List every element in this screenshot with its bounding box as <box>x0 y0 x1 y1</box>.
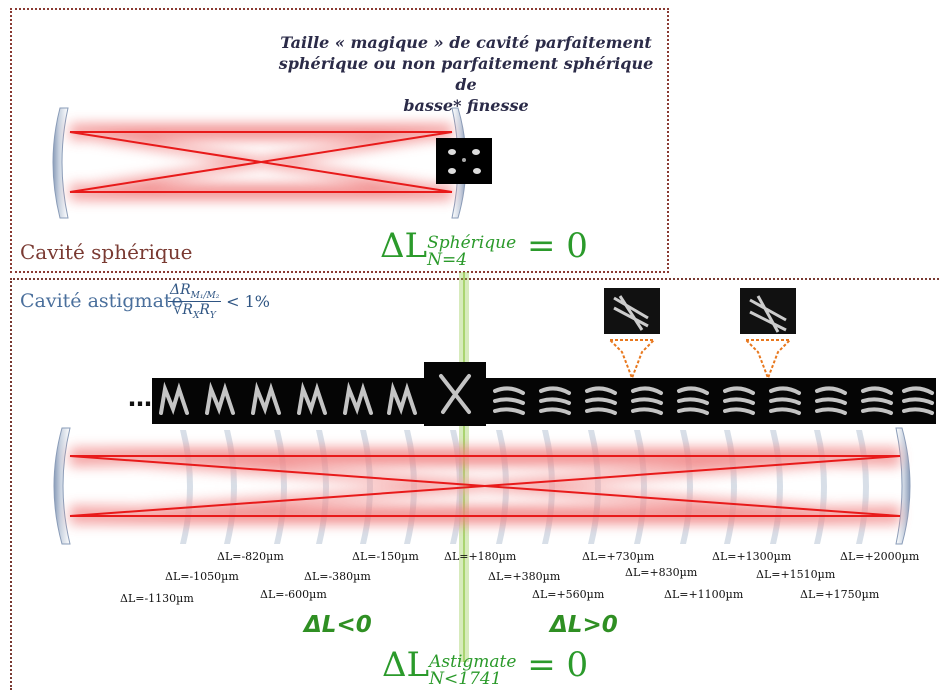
spherical-cavity-label: Cavité sphérique <box>20 240 193 264</box>
equation-superscript: Astigmate <box>429 652 517 672</box>
left-mirror <box>52 107 69 219</box>
mirror-position <box>770 430 783 544</box>
astigmatic-cavity-label: Cavité astigmate <box>20 290 183 312</box>
mode-pattern-image <box>290 378 336 424</box>
mode-pattern-image <box>198 378 244 424</box>
denominator-sub-y: Y <box>209 310 216 321</box>
mirror-position <box>360 430 373 544</box>
mode-callout <box>604 288 660 381</box>
mirror-position <box>224 430 237 544</box>
ellipsis: … <box>128 384 152 412</box>
denominator-sub-x: X <box>192 310 200 321</box>
equation-subscript: N<1741 <box>429 669 502 689</box>
spherical-cavity <box>52 107 492 219</box>
mode-pattern-image <box>670 378 716 424</box>
denominator-mid: R <box>199 301 210 318</box>
delta-negative-label: ΔL<0 <box>304 612 372 638</box>
equation-subscript: N=4 <box>427 250 468 270</box>
mirror-position <box>274 430 287 544</box>
mode-pattern-image <box>578 378 624 424</box>
mirror-position <box>724 430 737 544</box>
beam-line <box>69 131 453 193</box>
top-panel-title: Taille « magique » de cavité parfaitemen… <box>270 32 662 116</box>
title-line: sphérique ou non parfaitement sphérique … <box>278 54 654 94</box>
right-mirror <box>895 427 911 545</box>
mirror-position <box>634 430 647 544</box>
mode-pattern-image <box>900 378 936 424</box>
mirror-position <box>588 430 601 544</box>
mode-pattern-image <box>152 378 198 424</box>
mode-pattern-image <box>762 378 808 424</box>
equation-rhs: = 0 <box>526 226 588 266</box>
mode-pattern-image <box>436 138 492 184</box>
mode-pattern-image <box>532 378 578 424</box>
delta-positive-label: ΔL>0 <box>550 612 618 638</box>
mode-pattern-image <box>486 378 532 424</box>
mode-pattern-image <box>624 378 670 424</box>
astigmatic-cavity-panel <box>10 278 939 690</box>
mode-pattern-image <box>382 378 424 424</box>
equation-lhs: ΔL <box>382 645 430 685</box>
criterion-comparison: < 1% <box>226 291 270 311</box>
left-mirror <box>53 427 71 545</box>
mode-pattern-image <box>808 378 854 424</box>
mirror-position <box>180 430 193 544</box>
spherical-cavity-panel <box>10 8 669 273</box>
mode-pattern-strip <box>152 362 936 426</box>
criterion-fraction: ΔRM₁/M₂ √RXRY <box>168 282 222 321</box>
equation-rhs: = 0 <box>527 645 589 685</box>
mode-pattern-image <box>854 378 900 424</box>
mode-callout <box>740 288 796 381</box>
criterion-denominator: √RXRY <box>168 302 221 321</box>
mode-pattern-image <box>424 362 486 426</box>
mirror-position <box>680 430 693 544</box>
mode-pattern-image <box>244 378 290 424</box>
denominator-text: √R <box>173 301 193 318</box>
title-line: basse* finesse <box>403 96 529 115</box>
mirror-position <box>814 430 827 544</box>
mode-pattern-image <box>716 378 762 424</box>
astigmatic-cavity <box>53 427 911 545</box>
mode-pattern-image <box>336 378 382 424</box>
equation-superscript: Sphérique <box>427 233 517 253</box>
mirror-position <box>856 430 869 544</box>
mirror-position <box>316 430 329 544</box>
criterion-numerator: ΔRM₁/M₂ <box>168 282 222 302</box>
title-line: Taille « magique » de cavité parfaitemen… <box>280 33 652 52</box>
astigmatism-criterion: ΔRM₁/M₂ √RXRY < 1% <box>168 282 270 321</box>
equation-lhs: ΔL <box>380 226 428 266</box>
numerator-text: ΔR <box>170 282 191 298</box>
numerator-sub: M₁/M₂ <box>190 290 220 301</box>
beam-line <box>69 455 901 517</box>
